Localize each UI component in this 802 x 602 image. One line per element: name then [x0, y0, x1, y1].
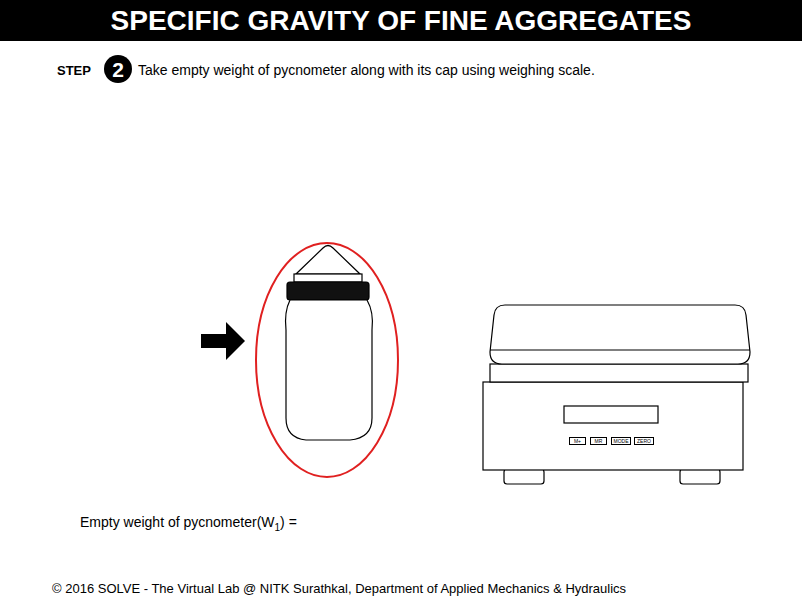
- scale-button: MODE: [611, 437, 631, 445]
- step-number: 2: [104, 55, 132, 83]
- result-line: Empty weight of pycnometer(W1) =: [80, 514, 297, 533]
- button-label: ZERO: [637, 439, 651, 444]
- button-label: MODE: [614, 439, 629, 444]
- result-label: Empty weight of pycnometer(W: [80, 514, 275, 530]
- instruction-text: Take empty weight of pycnometer along wi…: [138, 62, 595, 78]
- result-label: ) =: [280, 514, 297, 530]
- weighing-scale: [483, 305, 750, 484]
- scale-button: MR: [590, 437, 607, 445]
- step-label: STEP: [57, 63, 91, 78]
- button-label: M+: [574, 439, 581, 444]
- scale-button: ZERO: [634, 437, 654, 445]
- subscript: 1: [275, 522, 281, 533]
- scale-button: M+: [569, 437, 586, 445]
- step-number-text: 2: [112, 59, 124, 80]
- footer-credit: © 2016 SOLVE - The Virtual Lab @ NITK Su…: [52, 581, 626, 596]
- highlight-ellipse: [256, 243, 398, 477]
- title-bar: [0, 0, 802, 41]
- pointer-arrow: [201, 322, 245, 360]
- button-label: MR: [595, 439, 603, 444]
- page-title: SPECIFIC GRAVITY OF FINE AGGREGATES: [0, 0, 802, 41]
- pycnometer: [286, 246, 373, 441]
